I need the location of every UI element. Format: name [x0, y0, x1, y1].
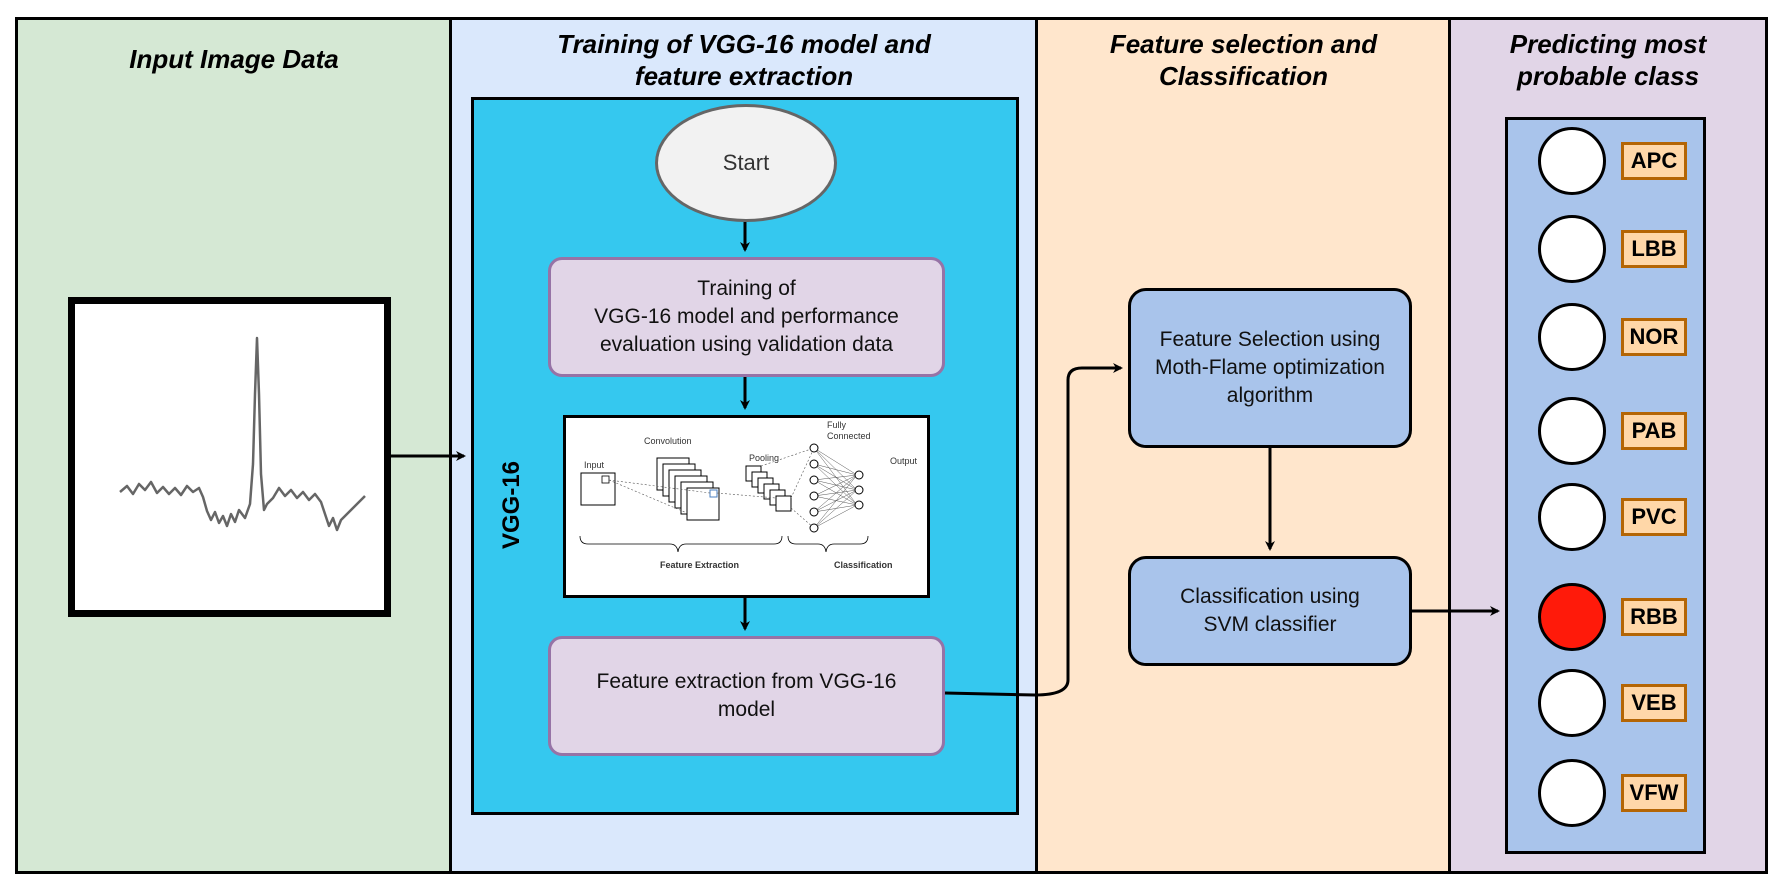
panel-title-predicting-line2: probable class: [1516, 61, 1700, 91]
panel-title-predicting-line1: Predicting most: [1509, 29, 1707, 59]
class-label-pvc: PVC: [1621, 498, 1687, 536]
svm-classification-box: Classification using SVM classifier: [1128, 556, 1412, 666]
nn-convolution-label: Convolution: [644, 436, 692, 446]
start-node: Start: [655, 104, 837, 222]
ecg-input-image: [68, 297, 391, 617]
nn-output-label: Output: [890, 456, 918, 466]
class-label-nor: NOR: [1621, 318, 1687, 356]
class-indicator-apc: [1538, 127, 1606, 195]
class-indicator-veb: [1538, 669, 1606, 737]
mfo-box-line3: algorithm: [1226, 384, 1314, 407]
class-indicator-pvc: [1538, 483, 1606, 551]
panel-title-predicting: Predicting most probable class: [1451, 28, 1765, 92]
nn-classification-label: Classification: [834, 560, 893, 570]
nn-output-nodes: [854, 470, 864, 510]
nn-pooling-label: Pooling: [749, 453, 779, 463]
panel-title-training-line2: feature extraction: [634, 61, 854, 91]
nn-pool-stack: [745, 465, 792, 512]
nn-connected-label: Connected: [827, 431, 871, 441]
panel-title-training-line1: Training of VGG-16 model and: [557, 29, 931, 59]
nn-feature-extraction-label: Feature Extraction: [660, 560, 739, 570]
arrow-to-mfo: [1034, 363, 1123, 697]
class-label-lbb: LBB: [1621, 230, 1687, 268]
class-label-rbb: RBB: [1621, 598, 1687, 636]
svm-box-line1: Classification using: [1180, 585, 1360, 608]
class-indicator-vfw: [1538, 759, 1606, 827]
panel-title-training: Training of VGG-16 model and feature ext…: [452, 28, 1036, 92]
moth-flame-selection-box: Feature Selection using Moth-Flame optim…: [1128, 288, 1412, 448]
nn-fully-label: Fully: [827, 420, 847, 430]
mfo-box-line2: Moth-Flame optimization: [1155, 356, 1385, 379]
feature-extraction-line1: Feature extraction from VGG-16: [596, 670, 897, 693]
class-indicator-pab: [1538, 397, 1606, 465]
panel-title-input: Input Image Data: [129, 44, 339, 74]
nn-braces: [579, 535, 869, 553]
feature-extraction-box: Feature extraction from VGG-16 model: [548, 636, 945, 756]
nn-fc-nodes: [809, 443, 819, 533]
training-box-line2: VGG-16 model and performance: [594, 305, 899, 328]
class-indicator-rbb: [1538, 583, 1606, 651]
panel-title-selection: Feature selection and Classification: [1038, 28, 1449, 92]
class-indicator-nor: [1538, 303, 1606, 371]
panel-title-selection-line2: Classification: [1158, 61, 1329, 91]
vgg16-architecture-diagram: Input Convolution Pooling Fully Connecte…: [563, 415, 930, 598]
class-label-apc: APC: [1621, 142, 1687, 180]
training-box-line1: Training of: [697, 277, 796, 300]
feature-extraction-line2: model: [717, 698, 776, 721]
training-process-box: Training of VGG-16 model and performance…: [548, 257, 945, 377]
mfo-box-line1: Feature Selection using: [1159, 328, 1381, 351]
class-indicator-lbb: [1538, 215, 1606, 283]
vgg16-architecture-svg: Input Convolution Pooling Fully Connecte…: [579, 420, 918, 570]
class-label-pab: PAB: [1621, 412, 1687, 450]
training-box-line3: evaluation using validation data: [599, 333, 894, 356]
class-label-vfw: VFW: [1621, 774, 1687, 812]
arrow-extraction-out: [944, 691, 1036, 697]
class-label-veb: VEB: [1621, 684, 1687, 722]
svm-box-line2: SVM classifier: [1203, 613, 1337, 636]
ecg-waveform-icon: [119, 336, 366, 532]
panel-title-selection-line1: Feature selection and: [1109, 29, 1378, 59]
nn-input-label: Input: [584, 460, 605, 470]
